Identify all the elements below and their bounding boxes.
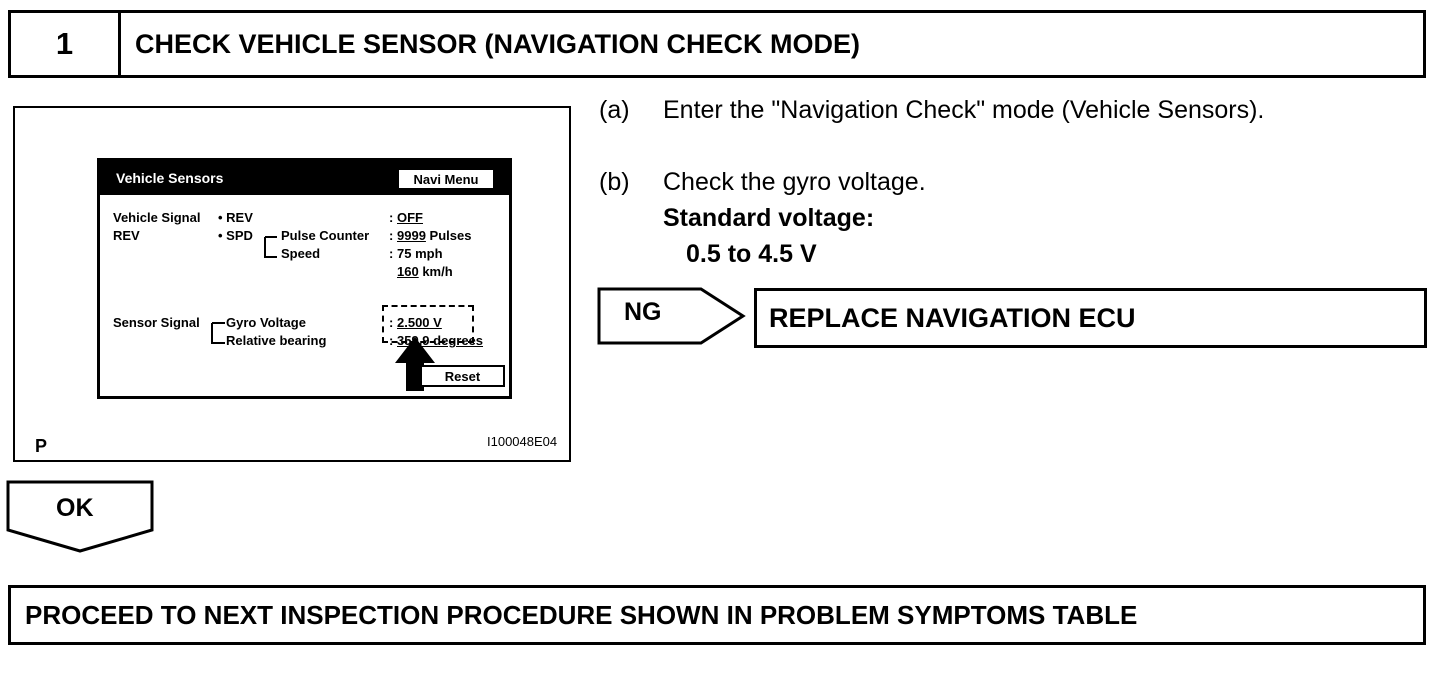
colon: : [389,246,394,261]
standard-voltage-value: 0.5 to 4.5 V [686,240,817,268]
reset-button[interactable]: Reset [420,365,505,387]
step-number: 1 [11,13,121,75]
gyro-voltage-value: 2.500 V [397,315,442,330]
figure-code: I100048E04 [487,434,558,449]
standard-voltage-label: Standard voltage: [663,204,875,232]
step-a-text: Enter the "Navigation Check" mode (Vehic… [663,96,1265,124]
ng-arrow-icon [597,287,746,345]
pulse-value: 9999 Pulses [397,228,472,243]
speed-kmh-value: 160 km/h [397,264,453,279]
rev-value: OFF [397,210,423,225]
pulse-counter-label: Pulse Counter [281,228,370,243]
sensor-bracket [211,322,225,344]
colon: : [389,315,394,330]
colon: : [389,210,394,225]
spd-item: • SPD [218,228,253,243]
speed-mph-value: 75 mph [397,246,443,261]
ok-result-box: PROCEED TO NEXT INSPECTION PROCEDURE SHO… [8,585,1426,645]
ok-arrow-icon [6,480,154,553]
illustration-frame: Vehicle Sensors Navi Menu Vehicle Signal… [13,106,571,462]
step-title: CHECK VEHICLE SENSOR (NAVIGATION CHECK M… [135,28,861,59]
colon: : [389,228,394,243]
speed-label: Speed [281,246,321,261]
step-b-marker: (b) [599,168,630,196]
sensor-signal-label: Sensor Signal [113,315,200,330]
screen-title-bar: Vehicle Sensors Navi Menu [100,161,509,195]
vehicle-signal-label: Vehicle Signal [113,210,201,225]
corner-label: P [35,436,48,456]
ng-tag: NG [624,298,662,326]
navi-menu-button[interactable]: Navi Menu [398,169,494,189]
step-b-text: Check the gyro voltage. [663,168,926,196]
gyro-voltage-label: Gyro Voltage [226,315,306,330]
vehicle-sensors-screen: Vehicle Sensors Navi Menu Vehicle Signal… [97,158,512,399]
ng-result-box: REPLACE NAVIGATION ECU [754,288,1427,348]
relative-bearing-label: Relative bearing [226,333,327,348]
screen-title: Vehicle Sensors [116,170,224,186]
ok-tag: OK [56,494,94,522]
step-a-marker: (a) [599,96,630,124]
rev-item: • REV [218,210,253,225]
step-header: 1 CHECK VEHICLE SENSOR (NAVIGATION CHECK… [8,10,1426,78]
gyro-highlight-box [382,305,474,343]
rev-label: REV [113,228,140,243]
pointer-arrow-icon [395,337,435,391]
spd-bracket [264,236,277,258]
colon: : [389,333,394,348]
